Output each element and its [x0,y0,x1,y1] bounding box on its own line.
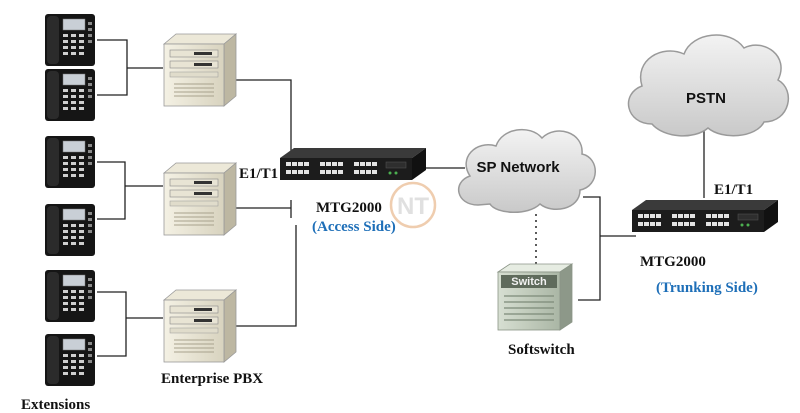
phone-icon [44,333,96,387]
sp-network-cloud: SP Network [457,128,596,213]
phone-icon [44,68,96,122]
trunking-side-label: (Trunking Side) [656,280,758,296]
e1t1-access-label: E1/T1 [239,166,278,182]
enterprise-pbx-label: Enterprise PBX [161,371,263,387]
mtg-access-label: MTG2000 [316,200,382,216]
phone-icon [44,203,96,257]
softswitch-label: Softswitch [508,342,575,358]
pbx-server-icon [163,162,237,236]
e1t1-trunking-label: E1/T1 [714,182,753,198]
pstn-label: PSTN [686,90,726,107]
phone-icon [44,13,96,67]
pbx-server-icon [163,289,237,363]
core-links [420,126,705,301]
switch-nameplate [501,275,557,288]
phone-icon [44,269,96,323]
enterprise-pbx-group [163,33,237,363]
mtg-trunking-gateway-icon [631,199,779,233]
phone-pbx-links [97,39,163,357]
extension-phones [44,13,96,387]
phone-icon [44,135,96,189]
watermark-logo: NT [389,181,437,229]
mtg-access-gateway-icon [279,147,427,181]
mtg-trunking-label: MTG2000 [640,254,706,270]
pbx-gateway-links [232,79,297,327]
switch-label: Switch [511,276,547,288]
extensions-label: Extensions [21,397,90,413]
sp-network-label: SP Network [476,159,560,176]
pstn-cloud: PSTN [627,34,789,137]
watermark-text: NT [397,193,429,220]
access-side-label: (Access Side) [312,219,396,235]
softswitch-device: Switch [496,263,574,331]
pbx-server-icon [163,33,237,107]
